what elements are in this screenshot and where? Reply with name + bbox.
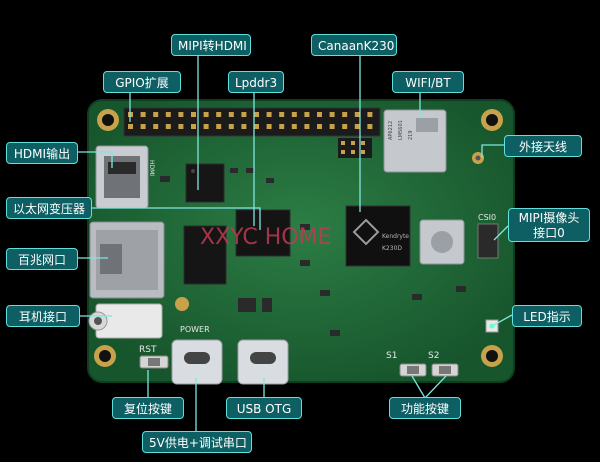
header-pin bbox=[351, 141, 355, 145]
label-lpddr3: Lpddr3 bbox=[228, 71, 284, 93]
gpio-pin bbox=[266, 112, 272, 117]
function-buttons bbox=[399, 363, 459, 377]
csi0-connector bbox=[477, 223, 499, 259]
gpio-pin bbox=[329, 124, 335, 129]
ethernet-jack bbox=[89, 221, 165, 299]
gpio-pin bbox=[304, 112, 310, 117]
gpio-pin bbox=[291, 112, 297, 117]
mipi-hdmi-chip bbox=[185, 163, 225, 203]
wifi-silk-3: 219 bbox=[408, 130, 414, 140]
label-reset: 复位按键 bbox=[112, 397, 184, 419]
gpio-pin bbox=[191, 112, 196, 117]
gpio-pin bbox=[178, 124, 184, 129]
header-pin bbox=[351, 150, 355, 154]
wifi-silk-1: AP6212 bbox=[388, 121, 394, 140]
header-pin bbox=[361, 141, 365, 145]
lpddr3-chip bbox=[235, 209, 291, 257]
passive-components bbox=[160, 168, 466, 336]
gpio-pin bbox=[203, 124, 209, 129]
gpio-pin bbox=[203, 112, 209, 117]
gpio-pin bbox=[367, 124, 373, 129]
gpio-pin bbox=[140, 124, 146, 129]
gpio-pin bbox=[165, 124, 171, 129]
k230-soc: Kendryte K230D bbox=[345, 205, 411, 267]
gpio-pin bbox=[266, 124, 272, 129]
label-mipi-hdmi: MIPI转HDMI bbox=[171, 34, 251, 56]
gpio-pin bbox=[317, 124, 322, 129]
led-indicator bbox=[485, 319, 499, 333]
gpio-pin bbox=[228, 124, 234, 129]
gpio-pin bbox=[178, 112, 184, 117]
csi0-silk: CSI0 bbox=[478, 213, 496, 222]
soc-silk-model: K230D bbox=[382, 245, 402, 252]
gpio-pin bbox=[291, 124, 297, 129]
label-usb-otg: USB OTG bbox=[226, 397, 302, 419]
gpio-pin bbox=[254, 124, 259, 129]
label-gpio: GPIO扩展 bbox=[103, 71, 181, 93]
label-hdmi-out: HDMI输出 bbox=[6, 142, 78, 164]
s2-silk: S2 bbox=[428, 351, 439, 361]
wifi-module: AP6212 LM5601 219 bbox=[383, 109, 447, 173]
gpio-pin bbox=[254, 112, 259, 117]
gpio-pin bbox=[153, 112, 159, 117]
gpio-pin bbox=[128, 124, 133, 129]
header-pin bbox=[341, 150, 345, 154]
s1-silk: S1 bbox=[386, 351, 397, 361]
camera-push-button bbox=[419, 219, 465, 265]
label-mipi-camera: MIPI摄像头 接口0 bbox=[508, 208, 590, 242]
label-mipi-camera-line1: MIPI摄像头 bbox=[518, 211, 580, 225]
audio-jack bbox=[88, 303, 163, 339]
label-function-keys: 功能按键 bbox=[389, 397, 461, 419]
reset-button bbox=[139, 355, 169, 369]
label-earphone: 耳机接口 bbox=[6, 305, 80, 327]
hdmi-silk-text: HDMI bbox=[148, 160, 155, 176]
gpio-pin bbox=[140, 112, 146, 117]
gpio-pin bbox=[216, 124, 222, 129]
power-silk: POWER bbox=[180, 325, 210, 334]
small-header bbox=[338, 138, 372, 158]
leader-lines bbox=[78, 54, 513, 432]
gpio-pin bbox=[354, 124, 360, 129]
label-ethernet: 百兆网口 bbox=[6, 248, 78, 270]
ethernet-transformer bbox=[183, 225, 227, 285]
mounting-holes bbox=[94, 109, 503, 367]
gpio-pin bbox=[342, 112, 348, 117]
gpio-pin bbox=[367, 112, 373, 117]
gpio-pin bbox=[329, 112, 335, 117]
label-canaan: CanaanK230 bbox=[311, 34, 397, 56]
label-led: LED指示 bbox=[512, 305, 582, 327]
gpio-pin bbox=[354, 112, 360, 117]
label-mipi-camera-line2: 接口0 bbox=[533, 226, 565, 240]
gpio-pin bbox=[228, 112, 234, 117]
usb-c-power-port bbox=[171, 339, 223, 385]
gpio-pin bbox=[317, 112, 322, 117]
gpio-pin bbox=[165, 112, 171, 117]
hdmi-connector: HDMI bbox=[95, 145, 155, 209]
header-pin bbox=[341, 141, 345, 145]
label-ext-antenna: 外接天线 bbox=[504, 135, 582, 157]
gpio-pin bbox=[241, 112, 247, 117]
soc-silk-brand: Kendryte bbox=[382, 233, 409, 240]
label-transformer: 以太网变压器 bbox=[6, 197, 92, 219]
gpio-pin bbox=[279, 112, 285, 117]
rst-silk: RST bbox=[139, 345, 157, 355]
gpio-pin bbox=[279, 124, 285, 129]
gpio-pin bbox=[153, 124, 159, 129]
gpio-pin bbox=[342, 124, 348, 129]
gpio-pin bbox=[191, 124, 196, 129]
watermark-text: XXYC HOME bbox=[200, 225, 331, 250]
gpio-pin bbox=[241, 124, 247, 129]
gpio-header bbox=[123, 107, 381, 137]
antenna-connector bbox=[472, 152, 484, 164]
wifi-silk-2: LM5601 bbox=[398, 120, 404, 140]
gpio-pin bbox=[216, 112, 222, 117]
label-wifi: WIFI/BT bbox=[392, 71, 464, 93]
usb-c-otg-port bbox=[237, 339, 289, 385]
gpio-pin bbox=[304, 124, 310, 129]
label-power-serial: 5V供电+调试串口 bbox=[142, 431, 252, 453]
header-pin bbox=[361, 150, 365, 154]
